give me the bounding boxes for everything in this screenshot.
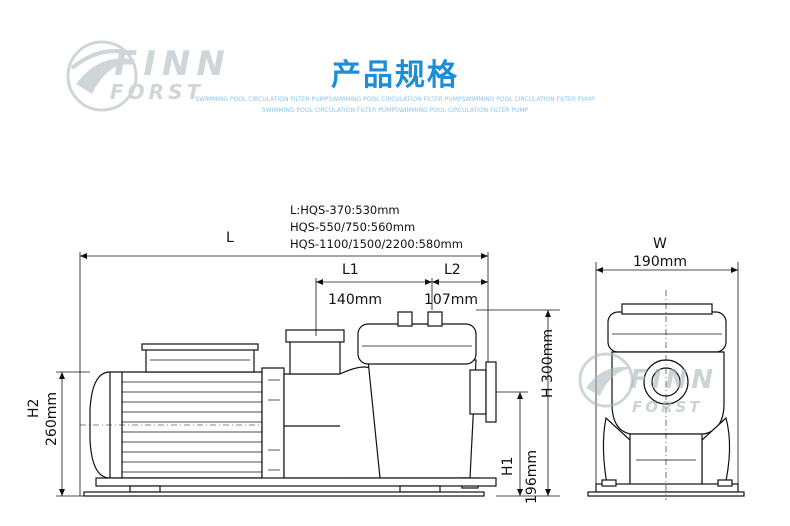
label-L2-value: 107mm — [424, 292, 478, 308]
front-strainer-lid — [607, 311, 727, 353]
watermark-word-forst: FORST — [632, 398, 703, 416]
front-dimension-lines — [595, 262, 739, 484]
label-H1: H1 — [500, 457, 516, 476]
watermark-word-finn: FINN — [630, 365, 717, 395]
label-W: W — [653, 236, 667, 252]
label-H2: H2 — [26, 399, 42, 418]
page-title: 产品规格 — [331, 58, 459, 93]
strainer-lid — [357, 323, 477, 365]
label-L: L — [226, 230, 234, 246]
watermark-logo-icon — [578, 352, 634, 408]
front-base — [595, 483, 739, 493]
logo-swoosh-icon — [66, 40, 138, 112]
inlet-port — [469, 369, 487, 415]
spec-line-3: HQS-1100/1500/2200:580mm — [290, 237, 463, 251]
pump-side-view — [80, 311, 497, 497]
logo-word-finn: FINN — [114, 44, 231, 84]
label-H1-value: 196mm — [524, 450, 540, 504]
label-W-value: 190mm — [633, 254, 687, 270]
discharge-pipe — [289, 339, 341, 375]
pump-base — [95, 477, 497, 487]
label-L1-value: 140mm — [328, 292, 382, 308]
logo-word-forst: FORST — [110, 80, 205, 104]
side-dimension-lines — [56, 252, 560, 497]
label-H: H 300mm — [540, 329, 556, 398]
spec-line-1: L:HQS-370:530mm — [290, 203, 400, 217]
label-L1: L1 — [342, 262, 359, 278]
pump-front-view — [587, 290, 745, 500]
strainer-body — [367, 359, 477, 479]
label-L2: L2 — [444, 262, 461, 278]
motor-flange — [261, 367, 285, 483]
motor-fins — [122, 381, 262, 473]
label-H2-value: 260mm — [44, 392, 60, 446]
subtitle-line-1: SWIMMING POOL CIRCULATION FILTER PUMPSWI… — [195, 96, 595, 103]
subtitle-line-2: SWIMMING POOL CIRCULATION FILTER PUMPSWI… — [261, 107, 529, 114]
brand-logo: FINN FORST — [62, 38, 232, 118]
spec-line-2: HQS-550/750:560mm — [290, 220, 415, 234]
